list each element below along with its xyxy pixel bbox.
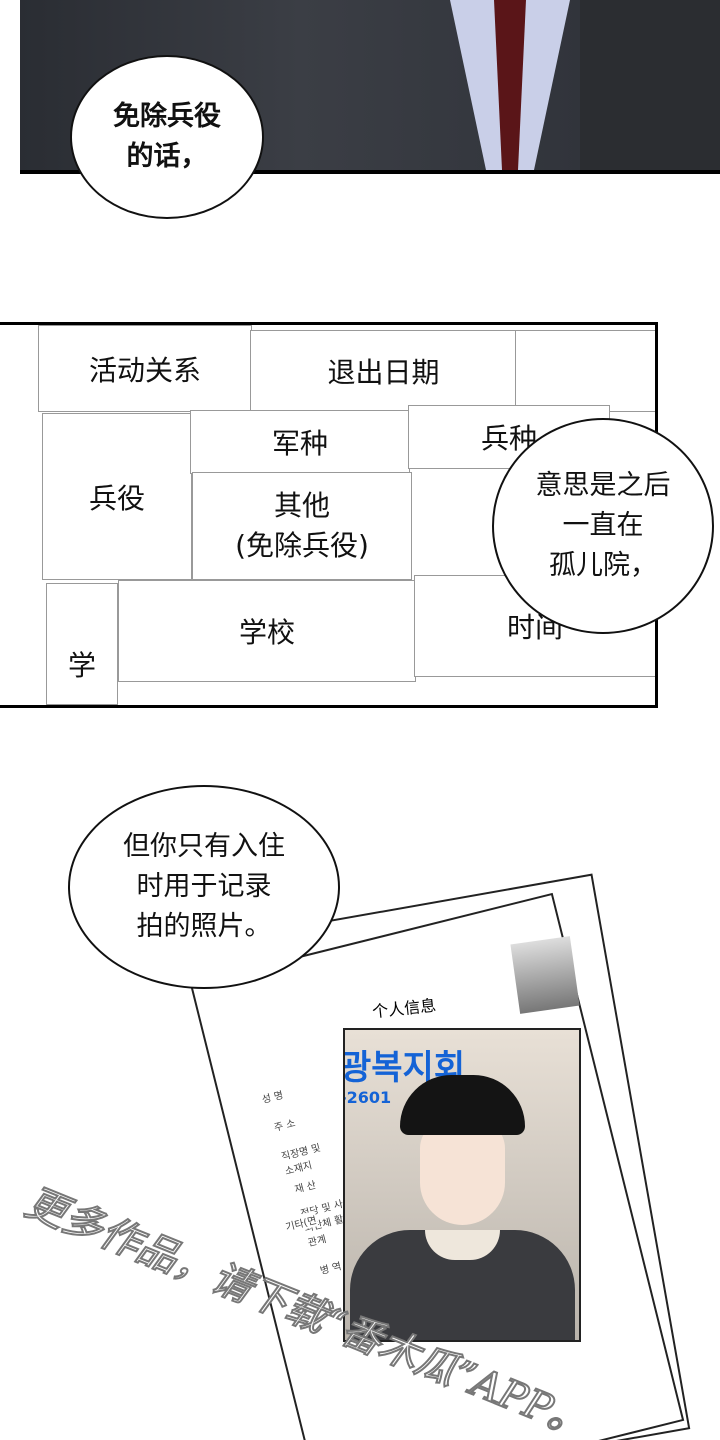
poster-number: -2601 bbox=[343, 1088, 392, 1107]
cell-exit-date: 退出日期 bbox=[250, 330, 517, 412]
bubble-text: 意思是之后 bbox=[535, 470, 671, 501]
cell-branch: 军种 bbox=[190, 410, 410, 474]
bubble-text: 拍的照片。 bbox=[136, 911, 272, 942]
face bbox=[420, 1120, 505, 1225]
cell-empty bbox=[515, 330, 655, 412]
form-label: 병 역 bbox=[319, 1261, 343, 1278]
cell-other: 其他(免除兵役) bbox=[192, 472, 412, 580]
form-label: 성 명 bbox=[260, 1090, 285, 1107]
bubble-text: 一直在 bbox=[562, 510, 644, 541]
hair bbox=[400, 1075, 525, 1135]
speech-bubble-1: 免除兵役 的话， bbox=[70, 55, 264, 219]
bubble-text: 免除兵役 bbox=[113, 101, 221, 132]
bubble-text: 但你只有入住 bbox=[123, 831, 285, 862]
id-photo-thumbnail bbox=[510, 936, 580, 1014]
bubble-text: 孤儿院， bbox=[549, 550, 657, 581]
suit bbox=[580, 0, 720, 170]
speech-bubble-3: 但你只有入住 时用于记录 拍的照片。 bbox=[68, 785, 340, 989]
cell-military: 兵役 bbox=[42, 413, 192, 580]
cell-activity: 活动关系 bbox=[38, 325, 252, 412]
cell-school: 学校 bbox=[118, 580, 416, 682]
speech-bubble-2: 意思是之后 一直在 孤儿院， bbox=[492, 418, 714, 634]
form-label: 주 소 bbox=[273, 1118, 297, 1134]
bubble-text: 时用于记录 bbox=[136, 871, 272, 902]
form-label: 직장명 및 소재지 bbox=[280, 1142, 322, 1178]
form-label: 재 산 bbox=[293, 1179, 318, 1196]
bubble-text: 的话， bbox=[126, 141, 208, 172]
id-photo: 광복지회 -2601 bbox=[343, 1028, 581, 1342]
cell-study: 学 bbox=[46, 583, 118, 705]
